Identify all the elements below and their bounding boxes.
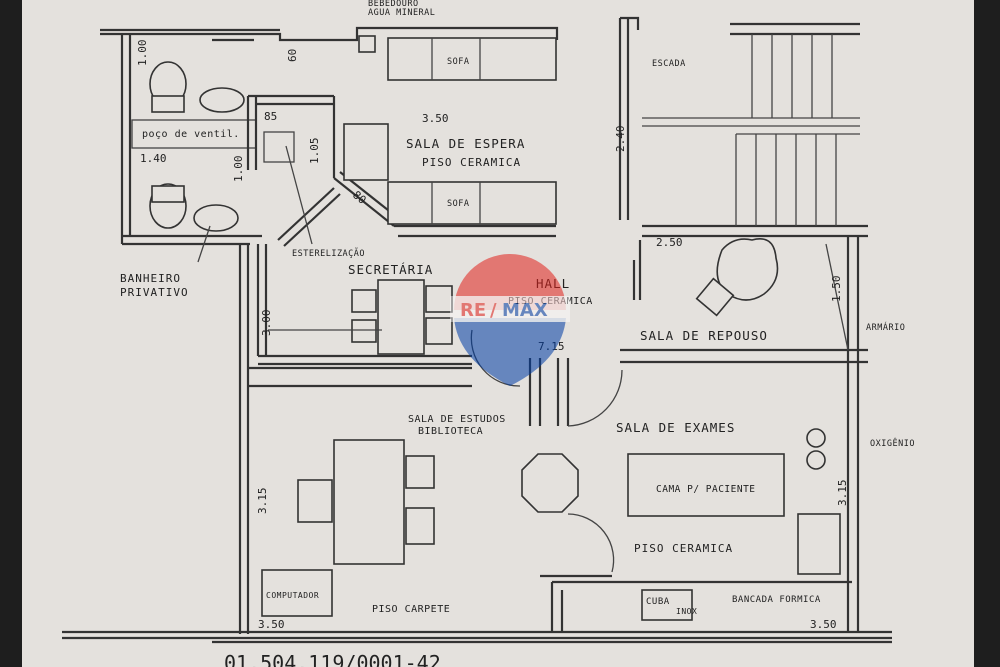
- label-sala-de-espera: SALA DE ESPERA: [406, 136, 525, 151]
- dim-3-15-right: 3.15: [836, 480, 849, 507]
- label-cama-paciente: CAMA P/ PACIENTE: [656, 484, 756, 495]
- dim-3-15-left: 3.15: [256, 488, 269, 515]
- label-bebedouro: BEBEDOURO: [368, 0, 419, 9]
- label-sala-de-estudos: SALA DE ESTUDOS: [408, 414, 506, 425]
- label-cuba: CUBA: [646, 597, 670, 607]
- dim-1-40: 1.40: [140, 152, 167, 165]
- watermark-max: MAX: [502, 300, 548, 321]
- label-piso-ceramica-espera: PISO CERAMICA: [422, 156, 521, 169]
- dim-3-50-bl: 3.50: [258, 618, 285, 631]
- dim-1-00-wc: 1.00: [136, 40, 149, 67]
- dim-60: 60: [286, 49, 299, 62]
- plan-sheet: BEBEDOURO AGUA MINERAL SOFA SOFA ESCADA …: [22, 0, 974, 667]
- label-sala-de-repouso: SALA DE REPOUSO: [640, 328, 768, 343]
- dim-1-05: 1.05: [308, 138, 321, 165]
- label-armario: ARMÁRIO: [866, 321, 905, 333]
- watermark-re: RE: [460, 300, 486, 321]
- label-sala-de-exames: SALA DE EXAMES: [616, 420, 735, 435]
- label-esterelizacao: ESTERELIZAÇÃO: [292, 248, 365, 259]
- label-piso-carpete: PISO CARPETE: [372, 604, 450, 615]
- staircase: [642, 34, 860, 226]
- dim-3-00: 3.00: [260, 310, 273, 337]
- dim-85: 85: [264, 110, 277, 123]
- dim-3-50-top: 3.50: [422, 112, 449, 125]
- label-biblioteca: BIBLIOTECA: [418, 426, 483, 437]
- label-inox: INOX: [676, 607, 697, 616]
- dim-3-50-br: 3.50: [810, 618, 837, 631]
- label-bancada-formica: BANCADA FORMICA: [732, 595, 821, 605]
- label-computador: COMPUTADOR: [266, 591, 319, 600]
- floor-plan: BEBEDOURO AGUA MINERAL SOFA SOFA ESCADA …: [62, 0, 915, 667]
- dim-1-50: 1.50: [830, 276, 843, 303]
- label-banheiro: BANHEIRO: [120, 272, 181, 285]
- remax-watermark: RE / MAX: [450, 254, 570, 386]
- label-oxigenio: OXIGÊNIO: [870, 437, 915, 449]
- dim-1-00-door: 1.00: [232, 156, 245, 183]
- label-privativo: PRIVATIVO: [120, 286, 189, 299]
- label-sofa-top: SOFA: [447, 57, 469, 67]
- svg-text:/: /: [490, 300, 497, 321]
- label-secretaria: SECRETÁRIA: [348, 262, 433, 277]
- footer-code: 01.504.119/0001-42: [224, 651, 441, 667]
- dim-2-50: 2.50: [656, 236, 683, 249]
- label-piso-ceramica-exames: PISO CERAMICA: [634, 542, 733, 555]
- label-sofa-bottom: SOFA: [447, 199, 469, 209]
- label-poco-de-ventil: poço de ventil.: [142, 129, 240, 140]
- furniture: [149, 35, 841, 621]
- label-escada: ESCADA: [652, 59, 686, 69]
- label-agua-mineral: AGUA MINERAL: [368, 8, 435, 18]
- dim-2-40: 2.40: [614, 126, 627, 153]
